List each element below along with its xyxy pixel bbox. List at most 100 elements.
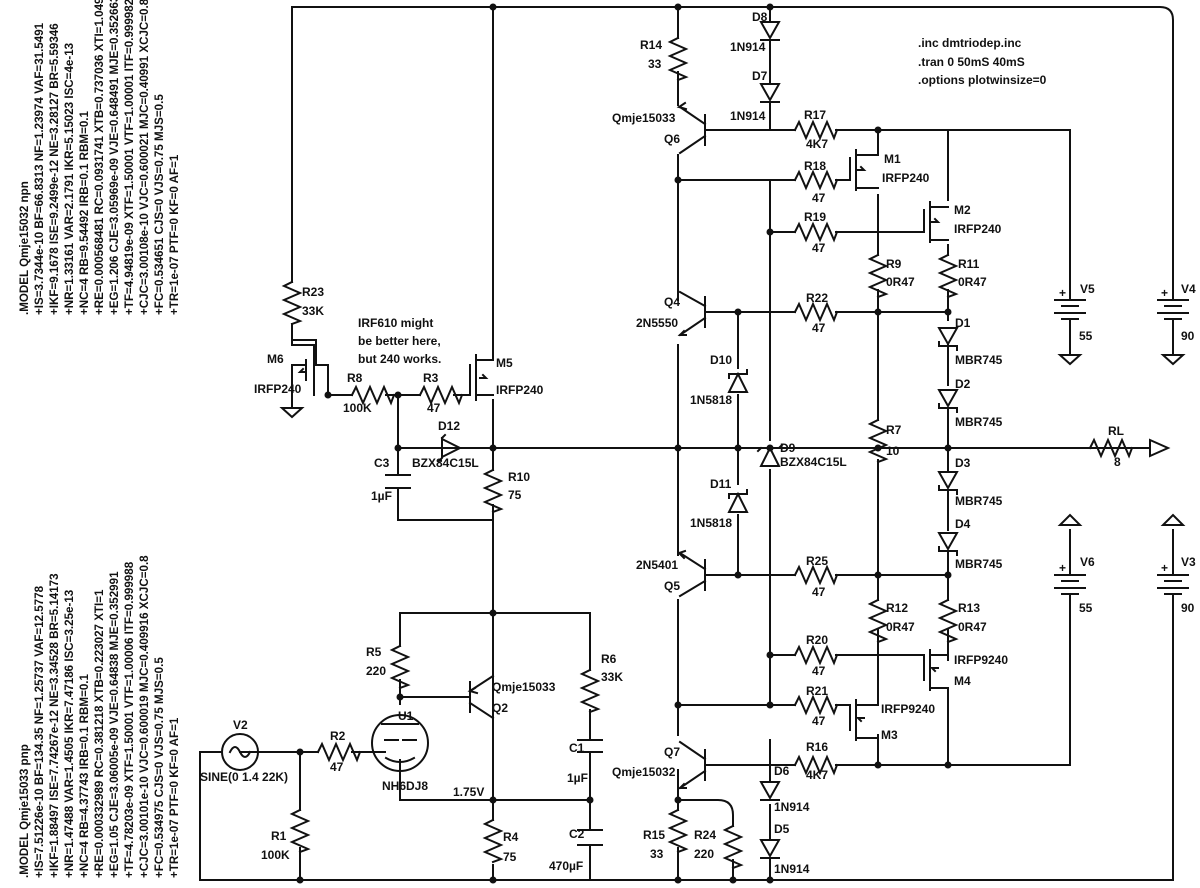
component-label: R1 [271,829,287,843]
component-label: R5 [366,645,382,659]
component-label: 2N5550 [636,316,678,330]
component-label: 1µF [371,489,392,503]
npn-model-line: +FC=0.534651 CJS=0 VJS=0.75 MJS=0.5 [153,94,166,315]
component-label: 10 [886,444,900,458]
component-label: 470µF [549,859,583,873]
component-label: Q5 [664,579,680,593]
component-label: BZX84C15L [412,456,479,470]
component-label: 4K7 [806,137,828,151]
component-label: M3 [881,728,898,742]
load-ground-symbol [1149,438,1171,458]
spice-directive: .options plotwinsize=0 [918,73,1047,87]
component-label: BZX84C15L [780,455,847,469]
component-label: 90 [1181,329,1195,343]
npn-model-line: +TR=1e-07 PTF=0 KF=0 AF=1 [168,154,181,315]
component-label: D12 [438,419,460,433]
component-label: 1N914 [730,109,766,123]
component-label: 0R47 [886,275,915,289]
component-label: M6 [267,352,284,366]
component-label: MBR745 [955,557,1003,571]
component-label: 1N5818 [690,393,732,407]
component-label: + [1059,286,1066,300]
component-label: C3 [374,456,390,470]
pnp-model-line: +FC=0.534975 CJS=0 VJS=0.75 MJS=0.5 [153,657,166,878]
component-label: 47 [427,401,441,415]
component-label: R12 [886,601,908,615]
component-label: 75 [503,850,517,864]
component-label: R15 [643,828,665,842]
component-label: R24 [694,828,716,842]
component-label: M5 [496,356,513,370]
component-label: D6 [774,764,790,778]
component-label: 33 [648,57,662,71]
component-label: 47 [812,664,826,678]
component-label: 2N5401 [636,558,678,572]
component-label: Q7 [664,745,680,759]
npn-model-line: +RE=0.000568481 RC=0.0931741 XTB=0.73703… [93,0,106,315]
component-label: 100K [261,848,290,862]
component-label: 1N914 [730,40,766,54]
component-label: 0R47 [958,620,987,634]
component-label: R6 [601,652,617,666]
component-label: Q4 [664,295,680,309]
component-label: 55 [1079,601,1093,615]
component-label: 33K [601,670,623,684]
component-label: D4 [955,517,971,531]
component-label: IRFP240 [954,222,1002,236]
component-label: R22 [806,291,828,305]
component-label: R20 [806,633,828,647]
component-label: R18 [804,159,826,173]
component-label: D9 [780,441,796,455]
component-label: 47 [812,585,826,599]
component-label: SINE(0 1.4 22K) [200,770,288,784]
component-label: D8 [752,10,768,24]
wires [199,6,1174,881]
supply-terminal-symbol [1059,514,1081,526]
component-label: MBR745 [955,415,1003,429]
npn-model-line: +IKF=9.1678 ISE=9.2499e-12 NE=3.28127 BR… [48,23,61,315]
npn-model-line: +TF=4.94819e-09 XTF=1.50001 VTF=1.00001 … [123,0,136,315]
pnp-model-line: +TR=1e-07 PTF=0 KF=0 AF=1 [168,717,181,878]
pnp-model-line: +IS=7.51226e-10 BF=134.35 NF=1.25737 VAF… [33,585,46,878]
component-label: 47 [812,191,826,205]
component-label: MBR745 [955,353,1003,367]
component-label: M2 [954,203,971,217]
component-label: D10 [710,353,732,367]
component-label: 47 [812,321,826,335]
resistor-RL: RL8 [1089,424,1133,469]
ground-symbol [1059,354,1081,365]
schottky-D10: D10 1N5818 [690,353,749,407]
capacitor-C3: C3 1µF [371,456,411,503]
transistor-Q4: Q4 2N5550 [636,290,711,337]
npn-model-line: +NC=4 RB=9.54492 IRB=0.1 RBM=0.1 [78,110,91,315]
pnp-model-line: +EG=1.05 CJE=3.06005e-09 VJE=0.64838 MJE… [108,571,121,878]
component-label: 75 [508,488,522,502]
component-label: 8 [1114,455,1121,469]
ground-symbol [281,407,303,418]
component-label: R4 [503,830,519,844]
